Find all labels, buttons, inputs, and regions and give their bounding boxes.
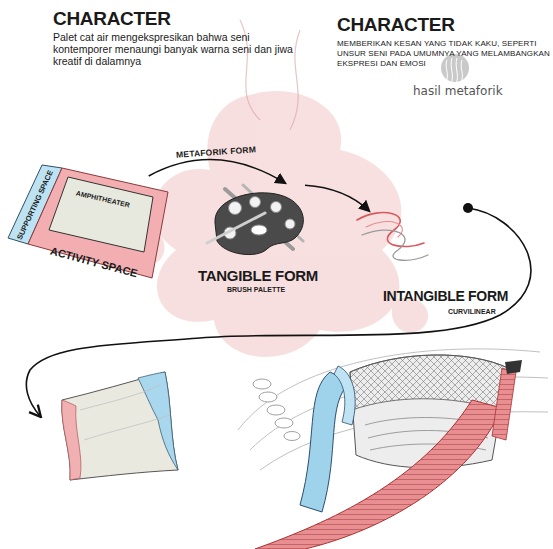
node-outline — [48, 176, 154, 254]
building-render — [238, 349, 548, 549]
watercolor-watermark — [118, 91, 428, 357]
body-text: Palet cat air mengekspresikan bahwa seni… — [53, 31, 303, 67]
heading: CHARACTER — [53, 8, 171, 30]
node-title: TANGIBLE FORM — [198, 267, 318, 284]
zone-box: AMPHITHEATER — [48, 176, 154, 254]
body-text: MEMBERIKAN KESAN YANG TIDAK KAKU, SEPERT… — [337, 39, 551, 69]
form-sheet — [62, 372, 178, 480]
connector-arrow — [149, 160, 285, 183]
metaphor-icon — [441, 54, 469, 84]
result-label: hasil metaforik — [413, 84, 503, 98]
node-subtitle: BRUSH PALETTE — [227, 286, 285, 293]
form-node: TANGIBLE FORM BRUSH PALETTE — [195, 183, 320, 298]
edge-label: METAFORIK FORM — [176, 144, 257, 160]
node-subtitle: CURVILINEAR — [448, 308, 496, 315]
heading: CHARACTER — [337, 14, 455, 36]
connector-arrow — [305, 185, 369, 210]
form-node: INTANGIBLE FORM CURVILINEAR — [352, 205, 522, 320]
node-title: INTANGIBLE FORM — [383, 288, 508, 304]
